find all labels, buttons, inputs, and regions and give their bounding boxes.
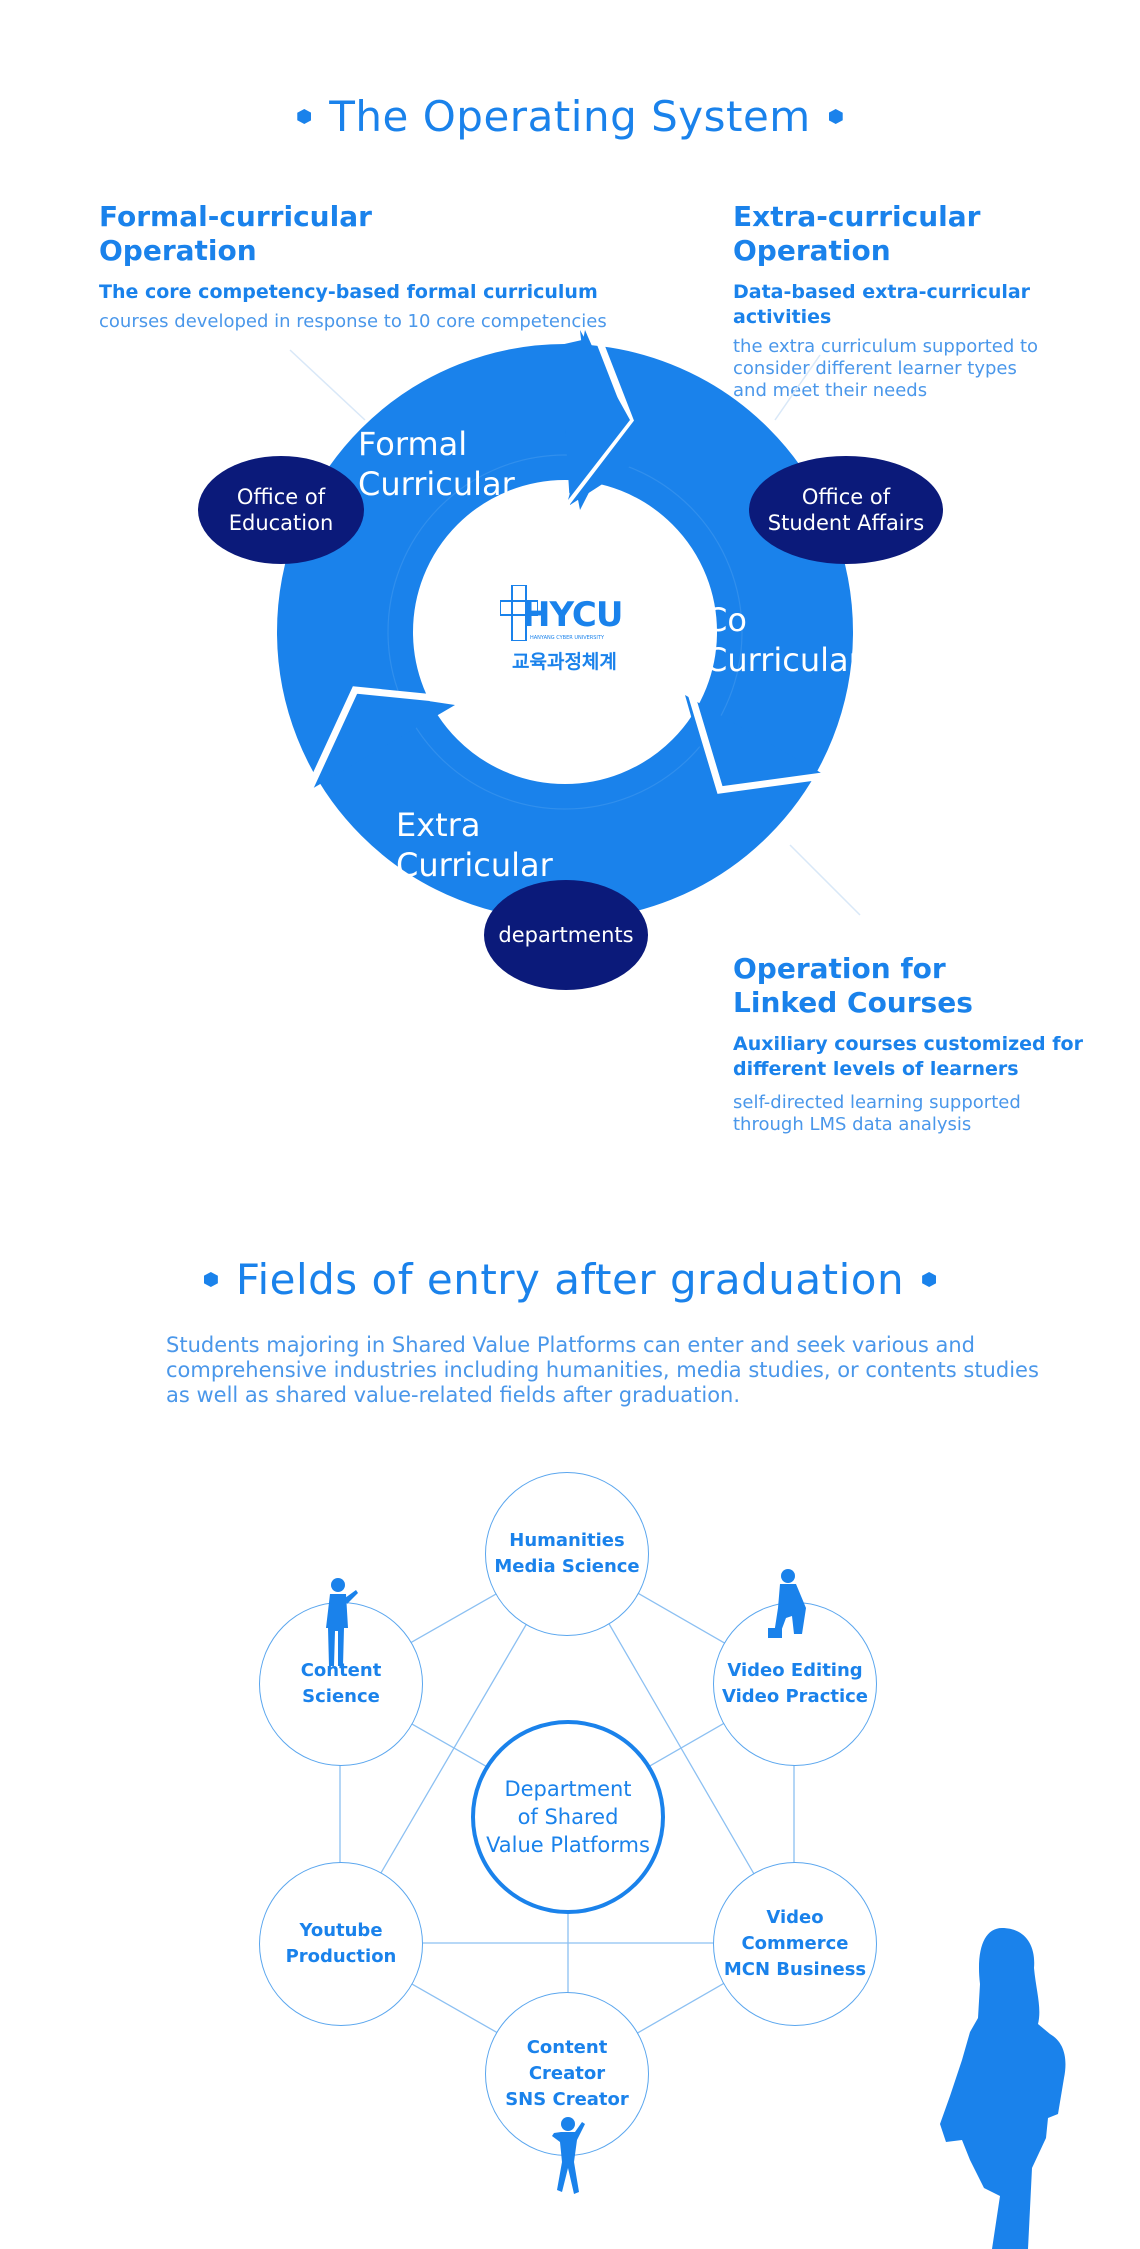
cross-logo-icon bbox=[500, 585, 538, 641]
node-youtube-production: Youtube Production bbox=[259, 1862, 423, 2026]
fields-intro-text: Students majoring in Shared Value Platfo… bbox=[166, 1333, 1039, 1407]
linked-operation-description: self-directed learning supported through… bbox=[733, 1092, 1021, 1135]
person-dancing-icon bbox=[552, 2117, 585, 2194]
node-video-editing: Video Editing Video Practice bbox=[713, 1602, 877, 1766]
center-node-department: Department of Shared Value Platforms bbox=[471, 1720, 665, 1914]
hexagon-bullet-icon bbox=[828, 109, 843, 124]
extra-operation-block: Extra-curricular Operation Data-based ex… bbox=[733, 200, 1133, 402]
linked-operation-block: Operation for Linked Courses Auxiliary c… bbox=[733, 952, 1133, 1136]
logo-name: HYCU bbox=[522, 595, 623, 635]
logo-university: HANYANG CYBER UNIVERSITY bbox=[530, 635, 605, 641]
person-presenting-icon bbox=[326, 1578, 358, 1666]
hexagon-bullet-icon bbox=[203, 1272, 218, 1287]
extra-operation-heading: Extra-curricular Operation bbox=[733, 200, 981, 267]
operating-system-title: The Operating System bbox=[0, 92, 1140, 141]
woman-silhouette-icon bbox=[940, 1928, 1066, 2249]
extra-operation-description: the extra curriculum supported to consid… bbox=[733, 336, 1039, 401]
departments-badge: departments bbox=[484, 880, 648, 990]
cycle-arrow-icon bbox=[277, 328, 853, 920]
ring-label-co: Co Curricular bbox=[705, 601, 862, 679]
node-humanities-media-science: Humanities Media Science bbox=[485, 1472, 649, 1636]
connector-line bbox=[789, 844, 861, 916]
formal-operation-description: courses developed in response to 10 core… bbox=[99, 311, 607, 332]
person-with-camera-icon bbox=[768, 1569, 806, 1638]
office-student-affairs-badge: Office of Student Affairs bbox=[749, 456, 943, 564]
formal-operation-block: Formal-curricular Operation The core com… bbox=[99, 200, 659, 333]
logo-korean: 교육과정체계 bbox=[512, 651, 617, 673]
linked-operation-subheading: Auxiliary courses customized for differe… bbox=[733, 1033, 1083, 1080]
connector-line bbox=[289, 349, 366, 421]
hexagon-bullet-icon bbox=[922, 1272, 937, 1287]
office-education-badge: Office of Education bbox=[198, 456, 364, 564]
formal-operation-heading: Formal-curricular Operation bbox=[99, 200, 372, 267]
linked-operation-heading: Operation for Linked Courses bbox=[733, 952, 973, 1019]
hexagon-bullet-icon bbox=[297, 109, 312, 124]
fields-of-entry-title: Fields of entry after graduation bbox=[0, 1255, 1140, 1304]
node-video-commerce: Video Commerce MCN Business bbox=[713, 1862, 877, 2026]
extra-operation-subheading: Data-based extra-curricular activities bbox=[733, 281, 1031, 328]
hycu-logo: HYCU HANYANG CYBER UNIVERSITY 교육과정체계 bbox=[500, 585, 640, 675]
connector-line bbox=[774, 354, 821, 421]
ring-label-extra: Extra Curricular bbox=[396, 806, 553, 884]
formal-operation-subheading: The core competency-based formal curricu… bbox=[99, 281, 598, 303]
ring-label-formal: Formal Curricular bbox=[358, 425, 515, 503]
cycle-diagram bbox=[277, 328, 861, 920]
